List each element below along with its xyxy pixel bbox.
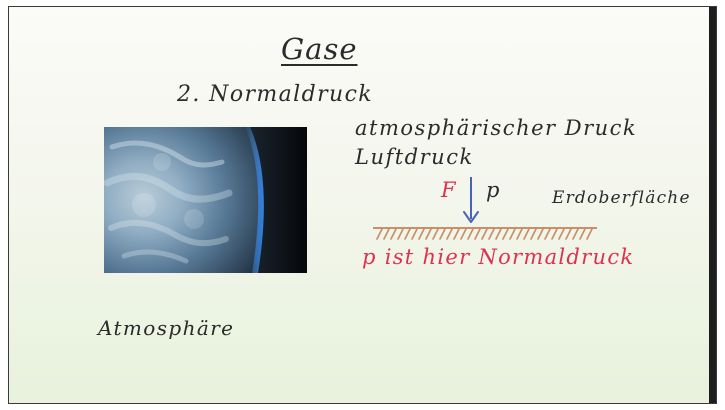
ground-hatch-icon — [373, 227, 597, 240]
slide-subtitle: 2. Normaldruck — [177, 82, 374, 107]
pressure-label: p — [486, 178, 501, 202]
slide-frame: Gase 2. Normaldruck — [8, 6, 717, 404]
earth-from-space-icon — [104, 127, 307, 273]
slide-title: Gase — [281, 32, 358, 66]
atmospheric-pressure-label: atmosphärischer Druck — [355, 116, 638, 140]
earth-surface-label: Erdoberfläche — [552, 188, 691, 208]
down-arrow-icon — [463, 177, 479, 223]
normal-pressure-note: p ist hier Normaldruck — [362, 245, 635, 269]
force-label: F — [441, 178, 457, 202]
atmosphere-label: Atmosphäre — [98, 316, 235, 340]
air-pressure-label: Luftdruck — [355, 145, 474, 169]
right-edge — [709, 7, 716, 403]
